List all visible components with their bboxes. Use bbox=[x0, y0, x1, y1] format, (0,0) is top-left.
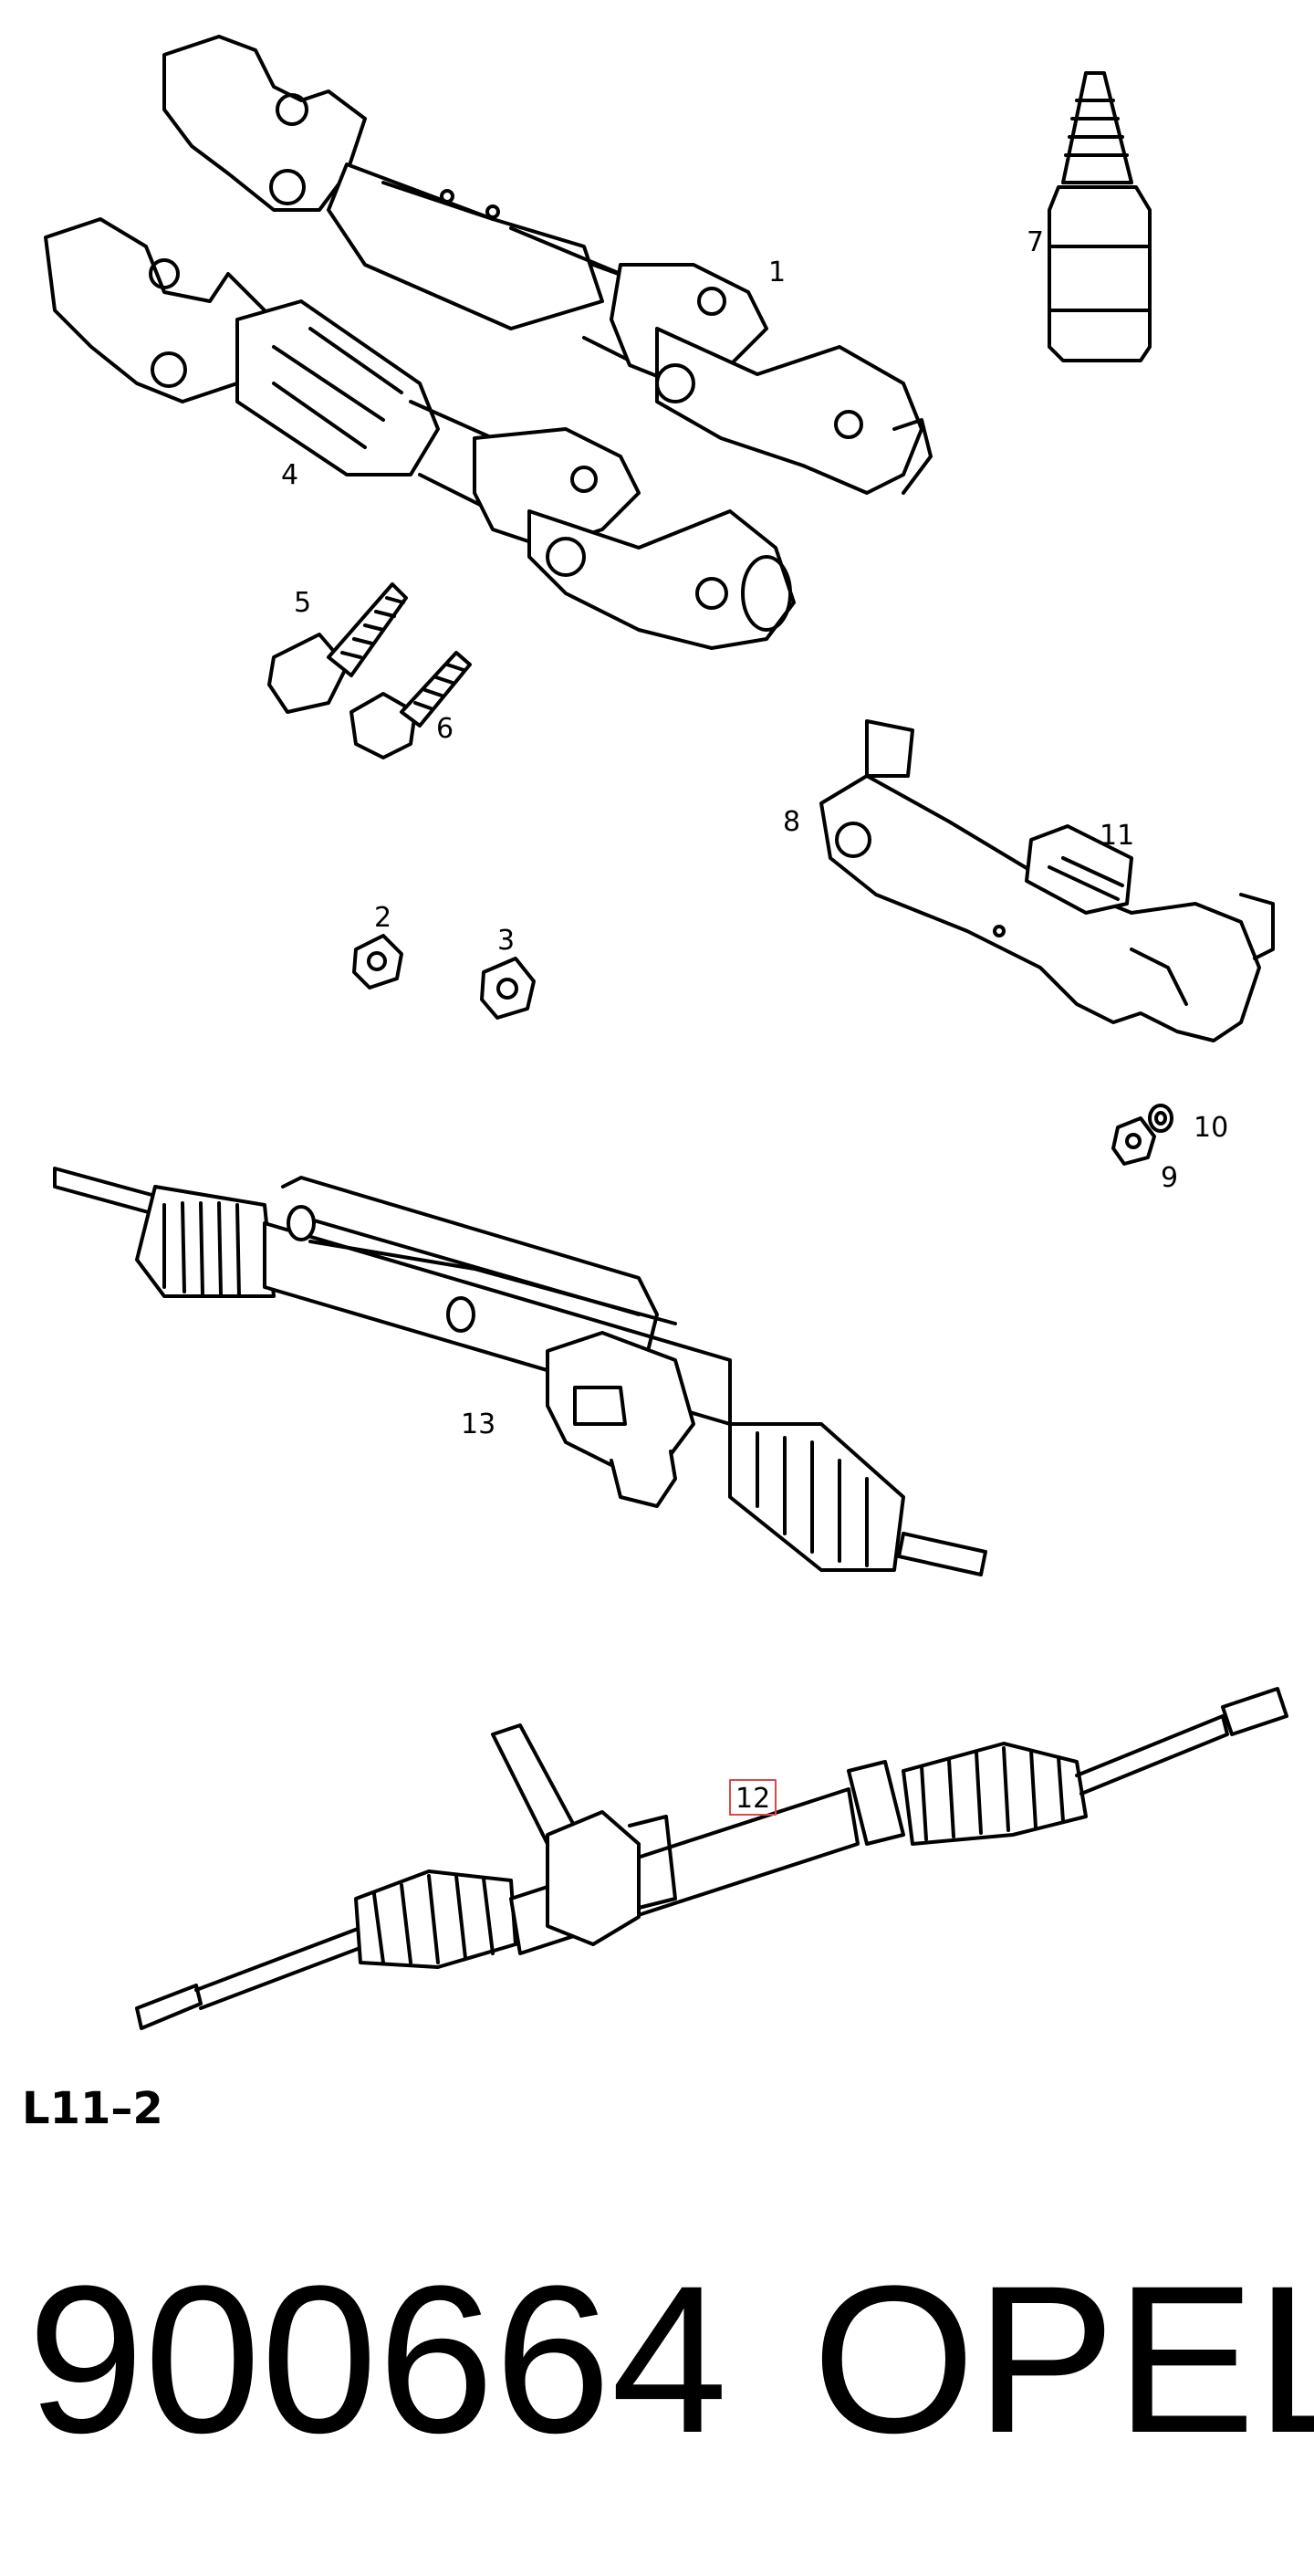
part-number: 900664 bbox=[27, 2242, 728, 2477]
callout-5: 5 bbox=[294, 587, 311, 619]
callout-10: 10 bbox=[1194, 1112, 1228, 1144]
callout-8: 8 bbox=[783, 806, 800, 838]
threadlocker-bottle bbox=[1048, 71, 1152, 362]
hex-bolt bbox=[267, 582, 408, 714]
intermediate-shaft-lower bbox=[44, 217, 796, 650]
torx-bolt bbox=[349, 651, 472, 759]
nut-large bbox=[480, 957, 536, 1020]
callout-9: 9 bbox=[1161, 1162, 1178, 1194]
callout-12: 12 bbox=[735, 1783, 770, 1815]
callout-highlight-box bbox=[729, 1779, 777, 1816]
nut-small bbox=[352, 934, 403, 990]
diagram-code: L11–2 bbox=[22, 2083, 163, 2134]
callout-1: 1 bbox=[768, 257, 786, 288]
hex-nut bbox=[1111, 1116, 1156, 1166]
brand-name: OPEL bbox=[812, 2242, 1314, 2477]
washer bbox=[1148, 1104, 1173, 1133]
callout-6: 6 bbox=[436, 713, 454, 745]
callout-4: 4 bbox=[281, 459, 298, 491]
callout-3: 3 bbox=[497, 925, 515, 957]
steering-rack bbox=[135, 1687, 1288, 2030]
callout-11: 11 bbox=[1100, 820, 1134, 852]
rubber-insert bbox=[1025, 824, 1133, 915]
callout-2: 2 bbox=[374, 902, 391, 934]
callout-7: 7 bbox=[1027, 226, 1044, 258]
intermediate-shaft-upper bbox=[162, 35, 933, 495]
power-steering-gear bbox=[53, 1167, 987, 1576]
callout-13: 13 bbox=[461, 1408, 495, 1440]
